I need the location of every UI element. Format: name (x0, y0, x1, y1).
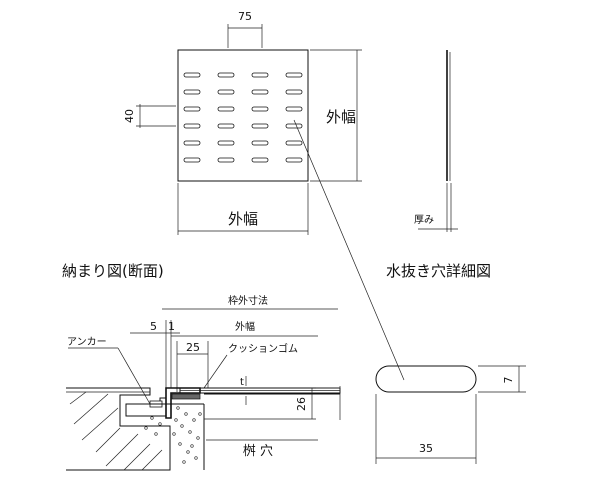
drain-slot (285, 140, 303, 146)
anchor-label: アンカー (67, 336, 107, 348)
drain-slot (217, 140, 235, 146)
outer-width-right-label: 外幅 (326, 108, 356, 126)
drain-slot (217, 89, 235, 95)
dim-5-label: 5 (150, 320, 157, 333)
drain-hole-slot (375, 365, 477, 393)
aggregate-dot (158, 422, 162, 426)
drain-slot (217, 157, 235, 163)
section-outer-width-label: 外幅 (235, 320, 255, 333)
drain-slot (183, 72, 201, 78)
dim-t-label: t (240, 377, 244, 388)
drain-slot (285, 72, 303, 78)
hole-detail: 水抜き穴詳細図 7 35 (375, 262, 526, 464)
aggregate-dot (178, 442, 182, 446)
hatch-2 (73, 393, 109, 425)
drain-slot (285, 89, 303, 95)
aggregate-dot (154, 432, 158, 436)
dim-40-label: 40 (123, 109, 136, 123)
cushion-rubber-pad (171, 393, 201, 400)
aggregate-dot (144, 426, 148, 430)
detail-leader-line (293, 119, 405, 381)
drain-slot (251, 72, 269, 78)
drain-slot (217, 72, 235, 78)
hole-detail-title: 水抜き穴詳細図 (386, 262, 491, 280)
aggregate-dot (184, 412, 188, 416)
top-view: 75 40 外幅 外幅 (123, 10, 362, 235)
aggregate-dot (174, 418, 178, 422)
aggregate-dot (192, 418, 196, 422)
concrete-left-outline (66, 387, 171, 471)
section-title: 納まり図(断面) (62, 262, 164, 280)
drain-slot (183, 157, 201, 163)
aggregate-dot (150, 416, 154, 420)
aggregate-dot (198, 412, 202, 416)
drain-slot (251, 157, 269, 163)
hatch-4 (95, 427, 121, 453)
drain-slot (285, 123, 303, 129)
aggregate-dot (180, 424, 184, 428)
drain-slot (183, 123, 201, 129)
outer-width-bottom-label: 外幅 (228, 210, 258, 228)
dim-1-label: 1 (168, 320, 175, 333)
dim-7-label: 7 (502, 377, 515, 384)
drain-slot (251, 140, 269, 146)
hatch-7 (141, 449, 163, 471)
drain-slot (183, 106, 201, 112)
dim-26-label: 26 (295, 397, 308, 411)
hatch-5 (105, 433, 139, 467)
drain-slots (183, 72, 303, 163)
dim-25-label: 25 (186, 341, 200, 354)
aggregate-dot (172, 432, 176, 436)
drain-slot (251, 106, 269, 112)
aggregate-dot (182, 460, 186, 464)
hatch-3 (81, 407, 119, 441)
drain-slot (251, 89, 269, 95)
aggregate-dot (188, 430, 192, 434)
steel-frame-angle (165, 387, 201, 419)
dim-35-label: 35 (419, 442, 433, 455)
drain-slot (285, 157, 303, 163)
thickness-label: 厚み (414, 214, 434, 226)
grating-plate-outline (177, 49, 309, 182)
anchor-leader (117, 347, 151, 405)
aggregate-dot (194, 456, 198, 460)
aggregate-dot (196, 436, 200, 440)
section-view: 納まり図(断面) 枠外寸法 5 1 外幅 25 クッションゴム アンカー t (62, 262, 341, 471)
pit-label: 桝 穴 (243, 443, 273, 459)
hatch-6 (123, 443, 151, 471)
cushion-rubber-label: クッションゴム (228, 342, 298, 355)
frame-outer-label: 枠外寸法 (228, 294, 268, 307)
drain-slot (183, 89, 201, 95)
aggregate-dot (190, 444, 194, 448)
drain-slot (217, 106, 235, 112)
side-view: 厚み (414, 50, 458, 232)
drain-slot (183, 140, 201, 146)
drain-slot (217, 123, 235, 129)
aggregate-dot (176, 406, 180, 410)
aggregate-dot (186, 450, 190, 454)
drain-slot (251, 123, 269, 129)
dim-75-label: 75 (238, 10, 252, 23)
drain-slot (285, 106, 303, 112)
concrete-aggregate (144, 406, 202, 464)
cushion-rubber-leader (203, 354, 228, 389)
hatch-1 (69, 391, 87, 405)
